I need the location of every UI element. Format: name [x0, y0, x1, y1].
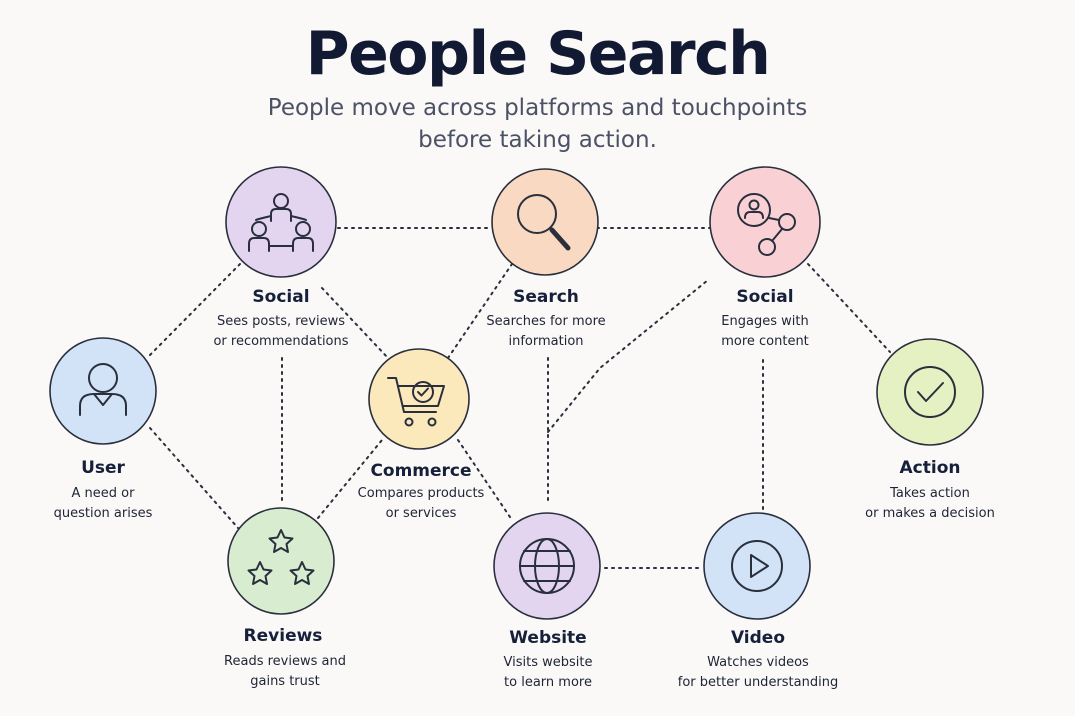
shopping-cart-icon — [387, 377, 445, 427]
globe-icon — [519, 538, 575, 594]
connector-social1-commerce — [321, 287, 389, 359]
node-action — [876, 338, 984, 446]
play-icon — [731, 540, 783, 592]
commerce-desc-line-1: Compares products — [357, 486, 485, 501]
reviews-circle — [227, 507, 335, 615]
commerce-desc: Compares products or services — [311, 484, 531, 524]
page-title: People Search — [305, 19, 771, 89]
video-circle — [703, 512, 811, 620]
connector-website-social2 — [547, 279, 709, 433]
social1-label: Social — [252, 287, 310, 307]
node-user — [49, 337, 157, 445]
commerce-desc-line-2: or services — [385, 506, 457, 521]
share-profile-icon — [737, 193, 796, 256]
user-desc: A need or question arises — [0, 484, 213, 524]
social2-desc-line-2: more content — [721, 334, 809, 349]
website-desc-line-1: Visits website — [503, 655, 593, 670]
node-reviews — [227, 507, 335, 615]
reviews-desc-line-2: gains trust — [250, 674, 320, 689]
action-desc: Takes action or makes a decision — [820, 484, 1040, 524]
reviews-desc-line-1: Reads reviews and — [224, 654, 346, 669]
social2-desc-line-1: Engages with — [721, 314, 809, 329]
connector-commerce-website — [457, 439, 513, 521]
reviews-desc: Reads reviews and gains trust — [175, 652, 395, 692]
social2-desc: Engages with more content — [655, 312, 875, 352]
node-search — [491, 168, 599, 276]
page-subtitle: People move across platforms and touchpo… — [0, 92, 1075, 156]
social1-circle — [225, 166, 337, 278]
node-social1 — [225, 166, 337, 278]
commerce-circle — [368, 348, 470, 450]
video-desc-line-2: for better understanding — [677, 675, 839, 690]
social2-label: Social — [736, 287, 794, 307]
connector-reviews-commerce — [317, 439, 383, 519]
people-network-icon — [248, 193, 314, 252]
action-desc-line-2: or makes a decision — [865, 506, 995, 521]
node-website — [493, 512, 601, 620]
user-desc-line-1: A need or — [71, 486, 135, 501]
subtitle-line-1: People move across platforms and touchpo… — [267, 95, 808, 121]
user-label: User — [81, 458, 125, 478]
search-desc: Searches for more information — [436, 312, 656, 352]
connector-commerce-search — [447, 263, 513, 359]
node-commerce — [368, 348, 470, 450]
stars-icon — [247, 529, 315, 585]
video-desc-line-1: Watches videos — [707, 655, 809, 670]
search-desc-line-1: Searches for more — [486, 314, 606, 329]
connector-social2-action — [807, 263, 891, 353]
connector-user-social1 — [149, 263, 241, 356]
reviews-label: Reviews — [243, 626, 323, 646]
video-label: Video — [730, 628, 786, 648]
video-desc: Watches videos for better understanding — [648, 653, 868, 693]
search-label: Search — [513, 287, 579, 307]
action-label: Action — [899, 458, 961, 478]
subtitle-line-2: before taking action. — [418, 127, 657, 153]
search-desc-line-2: information — [508, 334, 584, 349]
website-label: Website — [509, 628, 587, 648]
social1-desc: Sees posts, reviews or recommendations — [171, 312, 391, 352]
action-circle — [876, 338, 984, 446]
website-desc: Visits website to learn more — [438, 653, 658, 693]
search-circle — [491, 168, 599, 276]
check-icon — [904, 366, 956, 418]
node-video — [703, 512, 811, 620]
connectors — [149, 227, 891, 569]
search-icon — [517, 194, 571, 251]
user-icon — [79, 363, 127, 416]
action-desc-line-1: Takes action — [890, 486, 970, 501]
node-social2 — [709, 166, 821, 278]
social1-desc-line-1: Sees posts, reviews — [216, 314, 346, 329]
connector-user-reviews — [149, 427, 239, 529]
social1-desc-line-2: or recommendations — [213, 334, 349, 349]
user-desc-line-2: question arises — [53, 506, 153, 521]
website-desc-line-2: to learn more — [504, 675, 592, 690]
commerce-label: Commerce — [370, 461, 472, 481]
